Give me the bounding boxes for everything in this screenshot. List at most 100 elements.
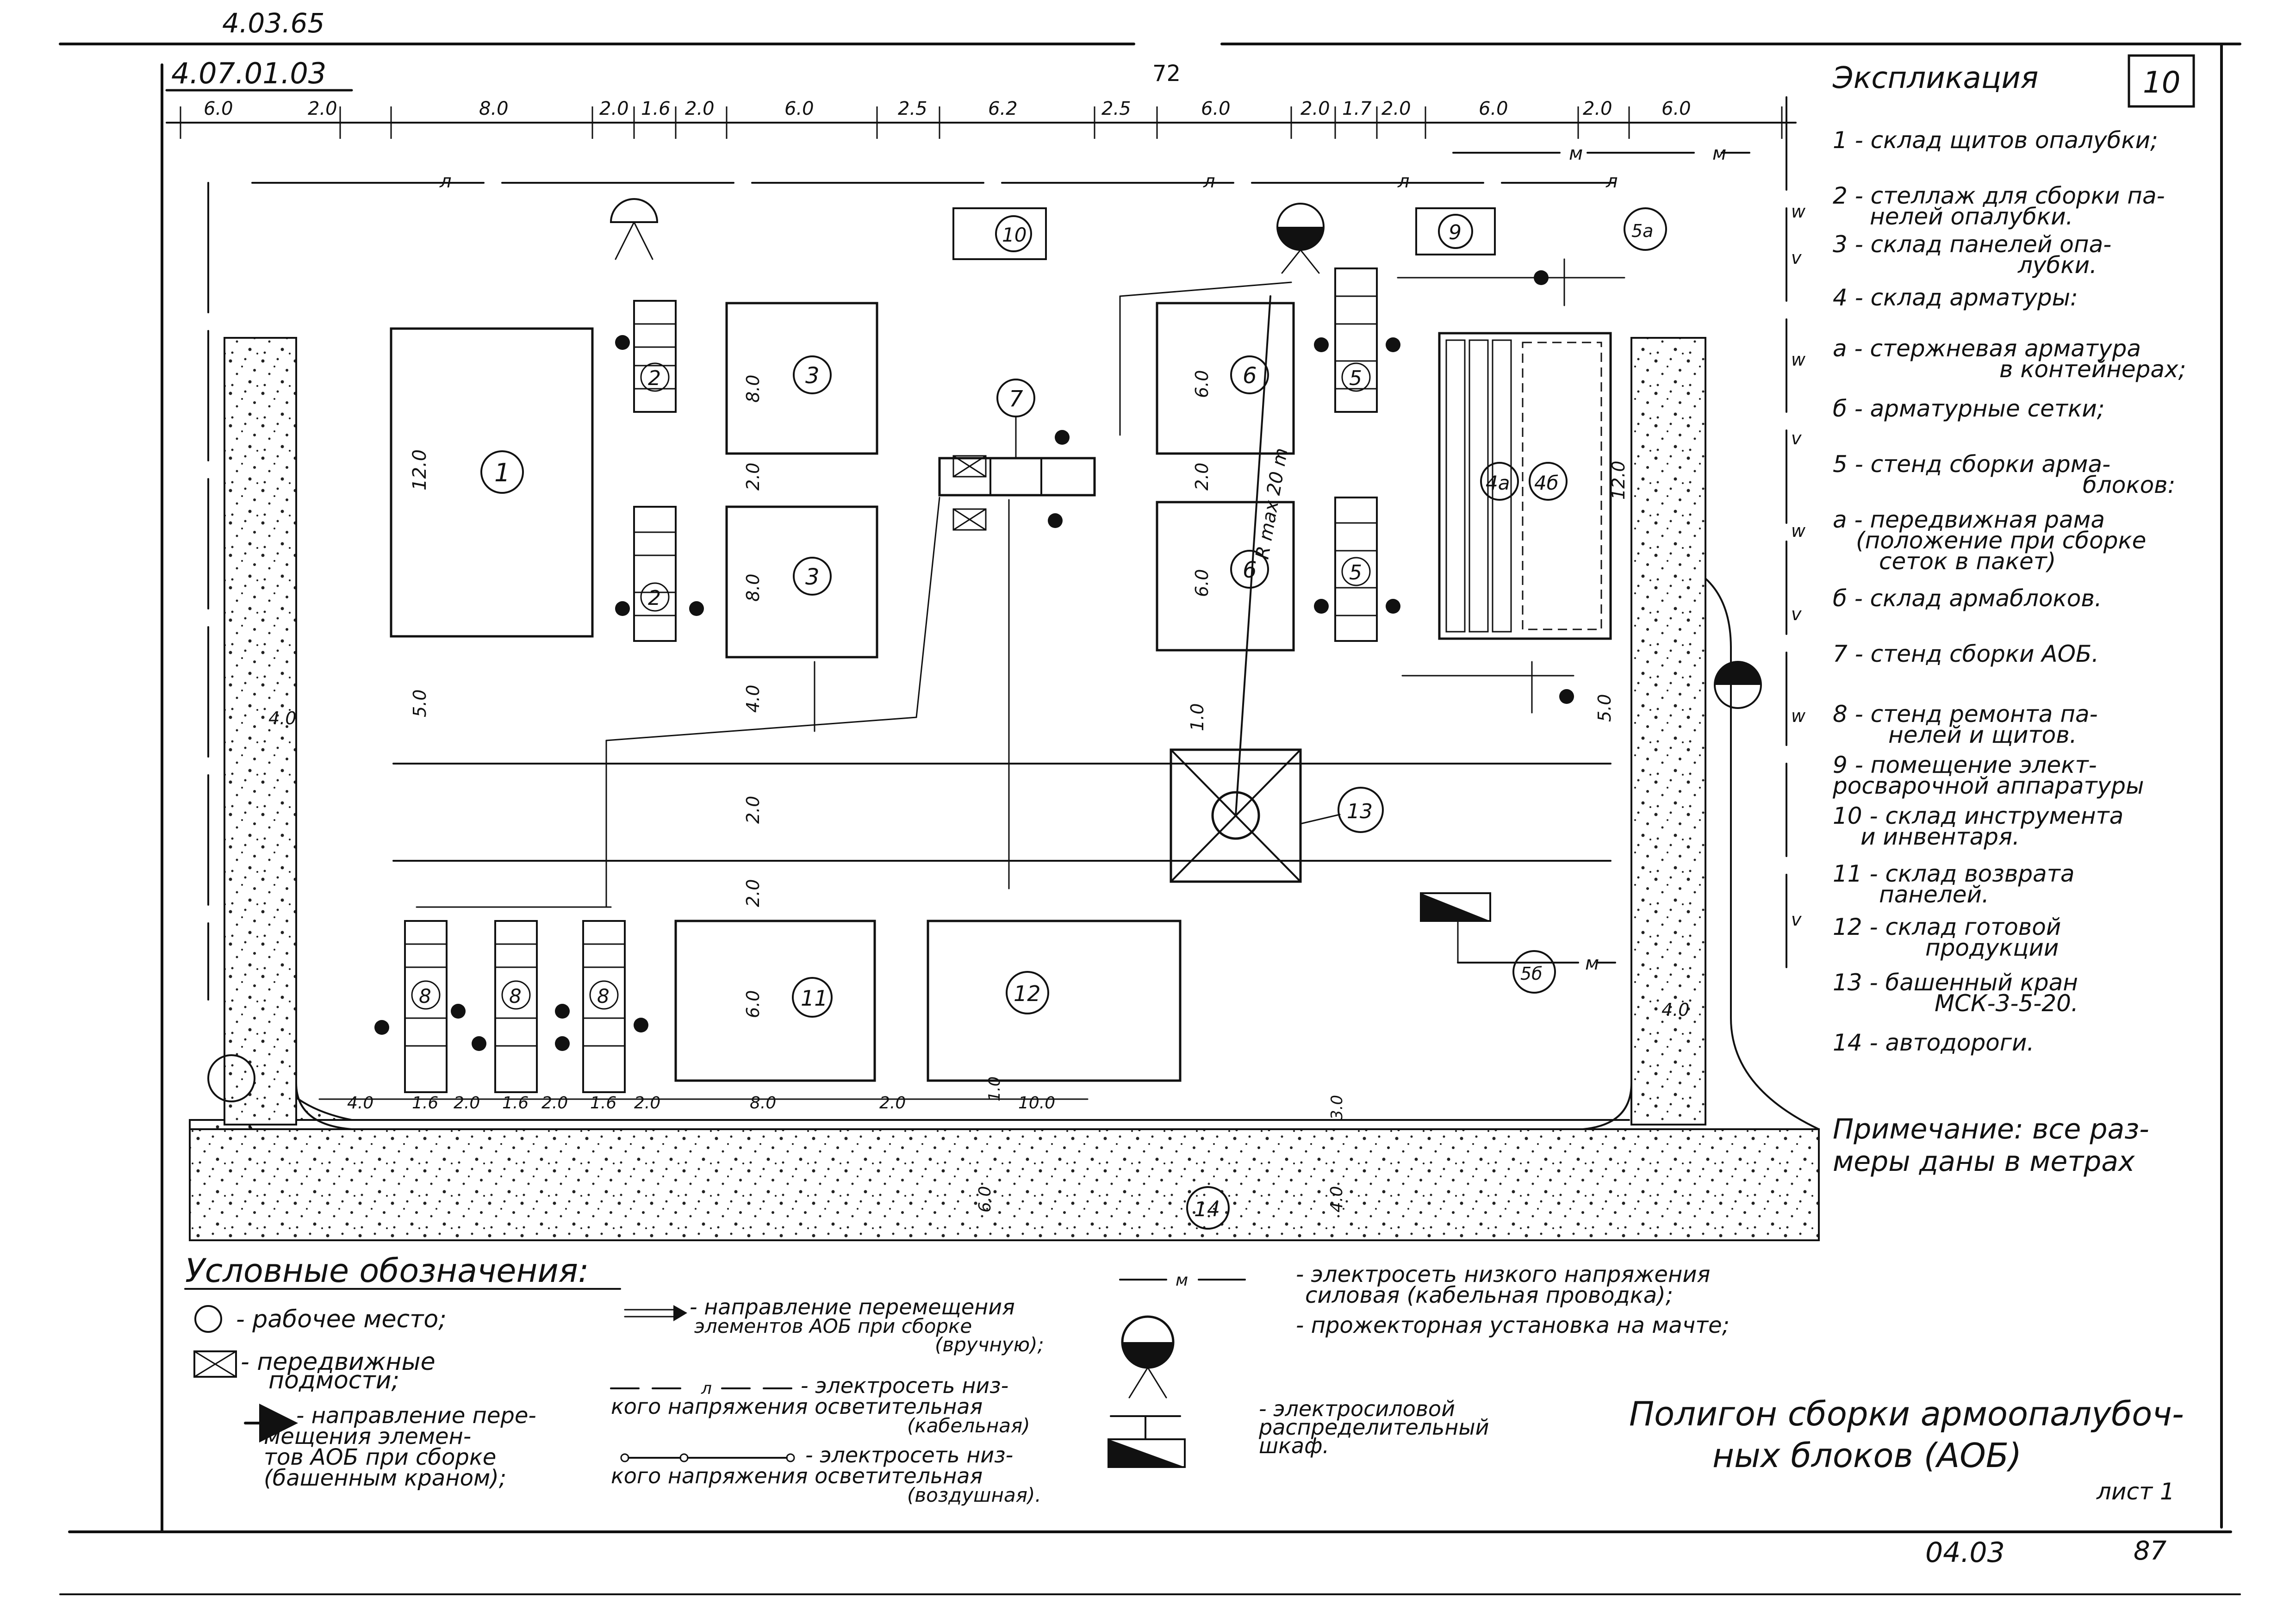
legend-light-cable: (кабельная) [907, 1414, 1030, 1437]
explication-item: панелей. [1879, 881, 1989, 908]
line-W-label: w [1791, 521, 1806, 541]
explication-item: б - склад армаблоков. [1833, 585, 2102, 612]
stand-5-bottom: 5 [1334, 497, 1378, 642]
legend-scaffold: подмости; [268, 1367, 399, 1394]
explication-item: блоков: [2083, 472, 2176, 498]
storage-4a-number: 4а [1486, 472, 1510, 494]
line-L-label: л [1397, 171, 1410, 192]
dim-b3: 8.0 [743, 375, 763, 403]
rack-2-number: 2 [648, 367, 661, 390]
explication-item: нелей и щитов. [1888, 721, 2077, 748]
dim-top: 6.0 [204, 98, 233, 119]
road-right [1630, 337, 1706, 1126]
dim-misc: 2.0 [743, 879, 763, 907]
dim-top: 2.0 [1381, 98, 1411, 119]
tag-5b: 5б [1520, 964, 1543, 984]
explication-heading: Экспликация [1832, 61, 2038, 95]
workplace-symbol [194, 1305, 222, 1333]
workplace-markers [374, 270, 1574, 1051]
explication-item: (положение при сборке [1856, 527, 2146, 554]
stand-8-number: 8 [597, 985, 610, 1007]
note-line-2: меры даны в метрах [1833, 1145, 2135, 1178]
sheet-label: лист 1 [2096, 1478, 2175, 1505]
dim-crane: 1.0 [1187, 703, 1207, 731]
stand-5-top: 5 [1334, 267, 1378, 413]
explication-item: 9 - помещение элект- [1833, 752, 2097, 778]
dim-top: 6.0 [1479, 98, 1508, 119]
dim-gap: 2.0 [743, 463, 763, 491]
explication-item: росварочной аппаратуры [1832, 772, 2144, 799]
dim-top: 2.0 [599, 98, 629, 119]
line-V-label: v [1791, 428, 1802, 448]
legend-light-cable: - электросеть низ- [801, 1373, 1008, 1398]
line-V-label: v [1791, 604, 1802, 624]
dim-bottom: 2.0 [634, 1094, 660, 1113]
dim-bottom: 2.0 [454, 1094, 480, 1113]
bottom-dimension-chain: 4.0 1.6 2.0 1.6 2.0 1.6 2.0 8.0 2.0 10.0 [347, 1094, 1055, 1113]
line-L-label: л [439, 171, 452, 192]
building-12-number: 12 [1014, 981, 1041, 1006]
explication-panel: Экспликация 10 1 - склад щитов опалубки;… [1832, 54, 2195, 1178]
sheet-frame [59, 43, 2241, 1595]
drawing-title: Полигон сборки армоопалубоч- [1629, 1394, 2184, 1433]
room-9-number: 9 [1449, 221, 1462, 244]
dim-top: 1.6 [641, 98, 671, 119]
room-9 [1415, 207, 1496, 255]
legend-cabinet: шкаф. [1259, 1433, 1329, 1458]
dim-top: 6.0 [1201, 98, 1231, 119]
legend-projector: - прожекторная установка на мачте; [1296, 1312, 1730, 1338]
explication-item: а - стержневая арматура [1833, 335, 2141, 362]
road-left-strip [224, 337, 297, 1126]
explication-item: в контейнерах; [1999, 356, 2186, 383]
legend: Условные обозначения: - рабочее место; -… [184, 1252, 1730, 1506]
line-W-label: w [1791, 706, 1806, 726]
dim-bottom: 10.0 [1018, 1094, 1055, 1113]
light-cable-letter: л [701, 1379, 712, 1398]
legend-scaffold: - передвижные [241, 1348, 436, 1376]
dim-bottom: 8.0 [750, 1094, 776, 1113]
tower-crane-13 [1170, 748, 1302, 883]
building-6-bottom [1156, 501, 1295, 652]
drawing-title: ных блоков (АОБ) [1712, 1436, 2022, 1475]
dim-top: 6.2 [988, 98, 1018, 119]
legend-heading: Условные обозначения: [185, 1252, 589, 1290]
page-number: 72 [1152, 61, 1181, 87]
explication-item: а - передвижная рама [1833, 506, 2105, 533]
sheet-number-box: 10 [2143, 66, 2180, 100]
explication-item: 5 - стенд сборки арма- [1833, 451, 2110, 478]
manual-move-symbol [624, 1305, 687, 1321]
dim-top: 2.0 [685, 98, 715, 119]
building-6-number: 6 [1243, 557, 1257, 583]
dim-bottom: 1.6 [412, 1094, 438, 1113]
legend-light-air: кого напряжения осветительная [611, 1463, 983, 1488]
explication-item: 12 - склад готовой [1833, 914, 2061, 940]
explication-item: продукции [1925, 934, 2059, 961]
explication-item: 11 - склад возврата [1833, 860, 2074, 887]
explication-item: 7 - стенд сборки АОБ. [1833, 640, 2099, 667]
dim-bottom: 2.0 [879, 1094, 906, 1113]
repair-stand-8-a: 8 [404, 920, 448, 1093]
light-cable-symbol: л [610, 1379, 797, 1398]
cabinet-symbol [1108, 1415, 1186, 1468]
note-line-1: Примечание: все раз- [1833, 1113, 2149, 1145]
building-12 [927, 920, 1182, 1082]
legend-light-cable: кого напряжения осветительная [611, 1394, 983, 1419]
building-6-number: 6 [1243, 363, 1257, 389]
stand-8-number: 8 [509, 985, 522, 1007]
line-V-label: v [1791, 909, 1802, 930]
dim-bottom: 1.6 [590, 1094, 616, 1113]
repair-stand-8-c: 8 [582, 920, 626, 1093]
crane-radius: R max 20 m [1252, 446, 1292, 560]
dim-misc: 4.0 [1327, 1186, 1346, 1213]
line-W-label: w [1791, 201, 1806, 222]
line-V-label: v [1791, 248, 1802, 268]
legend-manual-move: (вручную); [935, 1333, 1044, 1356]
line-L-label: л [1203, 171, 1215, 192]
explication-item: 1 - склад щитов опалубки; [1833, 127, 2158, 154]
tag-5a: 5а [1631, 221, 1653, 241]
dim-bottom: 4.0 [347, 1094, 373, 1113]
power-net-symbol: м [1119, 1271, 1246, 1290]
floodlight-mast-icon [207, 198, 1762, 1102]
building-11-number: 11 [801, 986, 828, 1011]
